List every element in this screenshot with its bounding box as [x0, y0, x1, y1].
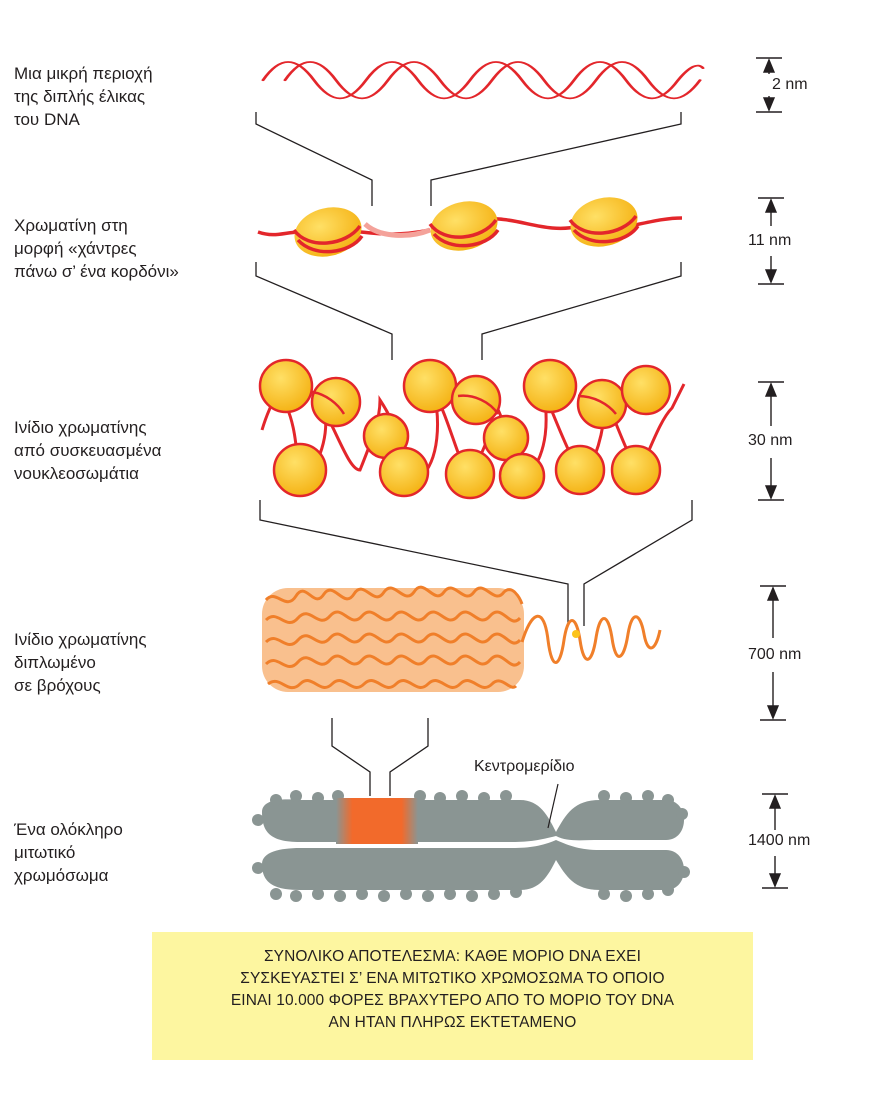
scale-bars — [756, 57, 788, 889]
summary-line: ΕΙΝΑΙ 10.000 ΦΟΡΕΣ ΒΡΑΧΥΤΕΡΟ ΑΠΟ ΤΟ ΜΟΡΙ… — [230, 992, 675, 1009]
nucleosome — [620, 364, 672, 416]
thirty-nm-fiber — [258, 358, 686, 500]
chromatid-lower — [262, 840, 684, 890]
level-label-beads-on-string: Χρωματίνη στη μορφή «χάντρες πάνω σ’ ένα… — [14, 216, 179, 281]
dna-strand-1 — [261, 61, 705, 100]
nucleosome — [498, 452, 546, 500]
scale-bar-2nm — [756, 57, 782, 113]
scale-bar-700nm — [760, 585, 786, 721]
nucleosome — [450, 374, 502, 426]
summary-box: ΣΥΝΟΛΙΚΟ ΑΠΟΤΕΛΕΣΜΑ: ΚΑΘΕ ΜΟΡΙΟ DNA ΕΧΕΙ… — [152, 932, 753, 1060]
mitotic-chromosome — [252, 783, 690, 902]
linker-dna-pale — [363, 222, 431, 238]
linker-dna — [257, 216, 683, 237]
zoom-connector-2 — [255, 262, 682, 360]
summary-line: ΣΥΣΚΕΥΑΣΤΕΙ Σ’ ΕΝΑ ΜΙΤΩΤΙΚΟ ΧΡΩΜΟΣΩΜΑ ΤΟ… — [240, 970, 665, 987]
level-label-mitotic-chromosome: Ένα ολόκληρο μιτωτικό χρωμόσωμα — [14, 820, 123, 885]
centromere-label: Κεντρομερίδιο — [474, 758, 575, 775]
measure-11nm: 11 nm — [748, 232, 792, 249]
looped-chromatin-fiber — [262, 585, 662, 692]
dna-double-helix — [261, 61, 705, 100]
nucleosome — [402, 358, 458, 414]
measure-700nm: 700 nm — [748, 646, 802, 663]
nucleosome — [610, 444, 662, 496]
summary-line: ΑΝ ΗΤΑΝ ΠΛΗΡΩΣ ΕΚΤΕΤΑΜΕΝΟ — [328, 1014, 577, 1031]
scale-bar-1400nm — [762, 793, 788, 889]
level-label-looped-fiber: Ινίδιο χρωματίνης διπλωμένο σε βρόχους — [14, 630, 147, 695]
zoom-connector-3 — [259, 500, 693, 626]
nucleosome — [272, 442, 328, 498]
nucleosome — [576, 378, 628, 430]
zoom-connector-4 — [331, 718, 429, 796]
nucleosome — [554, 444, 606, 496]
chromosome-fuzzy-edge — [252, 790, 690, 902]
level-label-dna-helix: Μια μικρή περιοχή της διπλής έλικας του … — [14, 64, 153, 129]
scale-bar-30nm — [758, 381, 784, 501]
chromatid-upper — [262, 799, 684, 842]
dna-strand-2 — [283, 61, 702, 100]
scale-bar-11nm — [758, 197, 784, 285]
looped-fiber-scribble — [264, 585, 524, 690]
nucleosome — [310, 376, 362, 428]
measure-30nm: 30 nm — [748, 432, 793, 449]
nucleosome — [258, 358, 314, 414]
extended-loop-tail — [520, 614, 662, 664]
nucleosome — [428, 201, 500, 251]
centromere-pointer — [547, 783, 559, 829]
summary-line: ΣΥΝΟΛΙΚΟ ΑΠΟΤΕΛΕΣΜΑ: ΚΑΘΕ ΜΟΡΙΟ DNA ΕΧΕΙ — [264, 948, 641, 965]
nucleosome — [444, 448, 496, 500]
beads-on-string — [257, 197, 683, 257]
nucleosome — [522, 358, 578, 414]
zoom-connector-1 — [255, 112, 682, 206]
zoom-origin-dot — [572, 630, 580, 638]
nucleosome — [568, 197, 640, 247]
nucleosome — [378, 446, 430, 498]
nucleosome — [292, 207, 364, 257]
level-label-30nm-fiber: Ινίδιο χρωματίνης από συσκευασμένα νουκλ… — [14, 418, 162, 483]
measure-2nm: 2 nm — [772, 76, 808, 93]
measure-1400nm: 1400 nm — [748, 832, 811, 849]
highlighted-region — [336, 798, 418, 844]
